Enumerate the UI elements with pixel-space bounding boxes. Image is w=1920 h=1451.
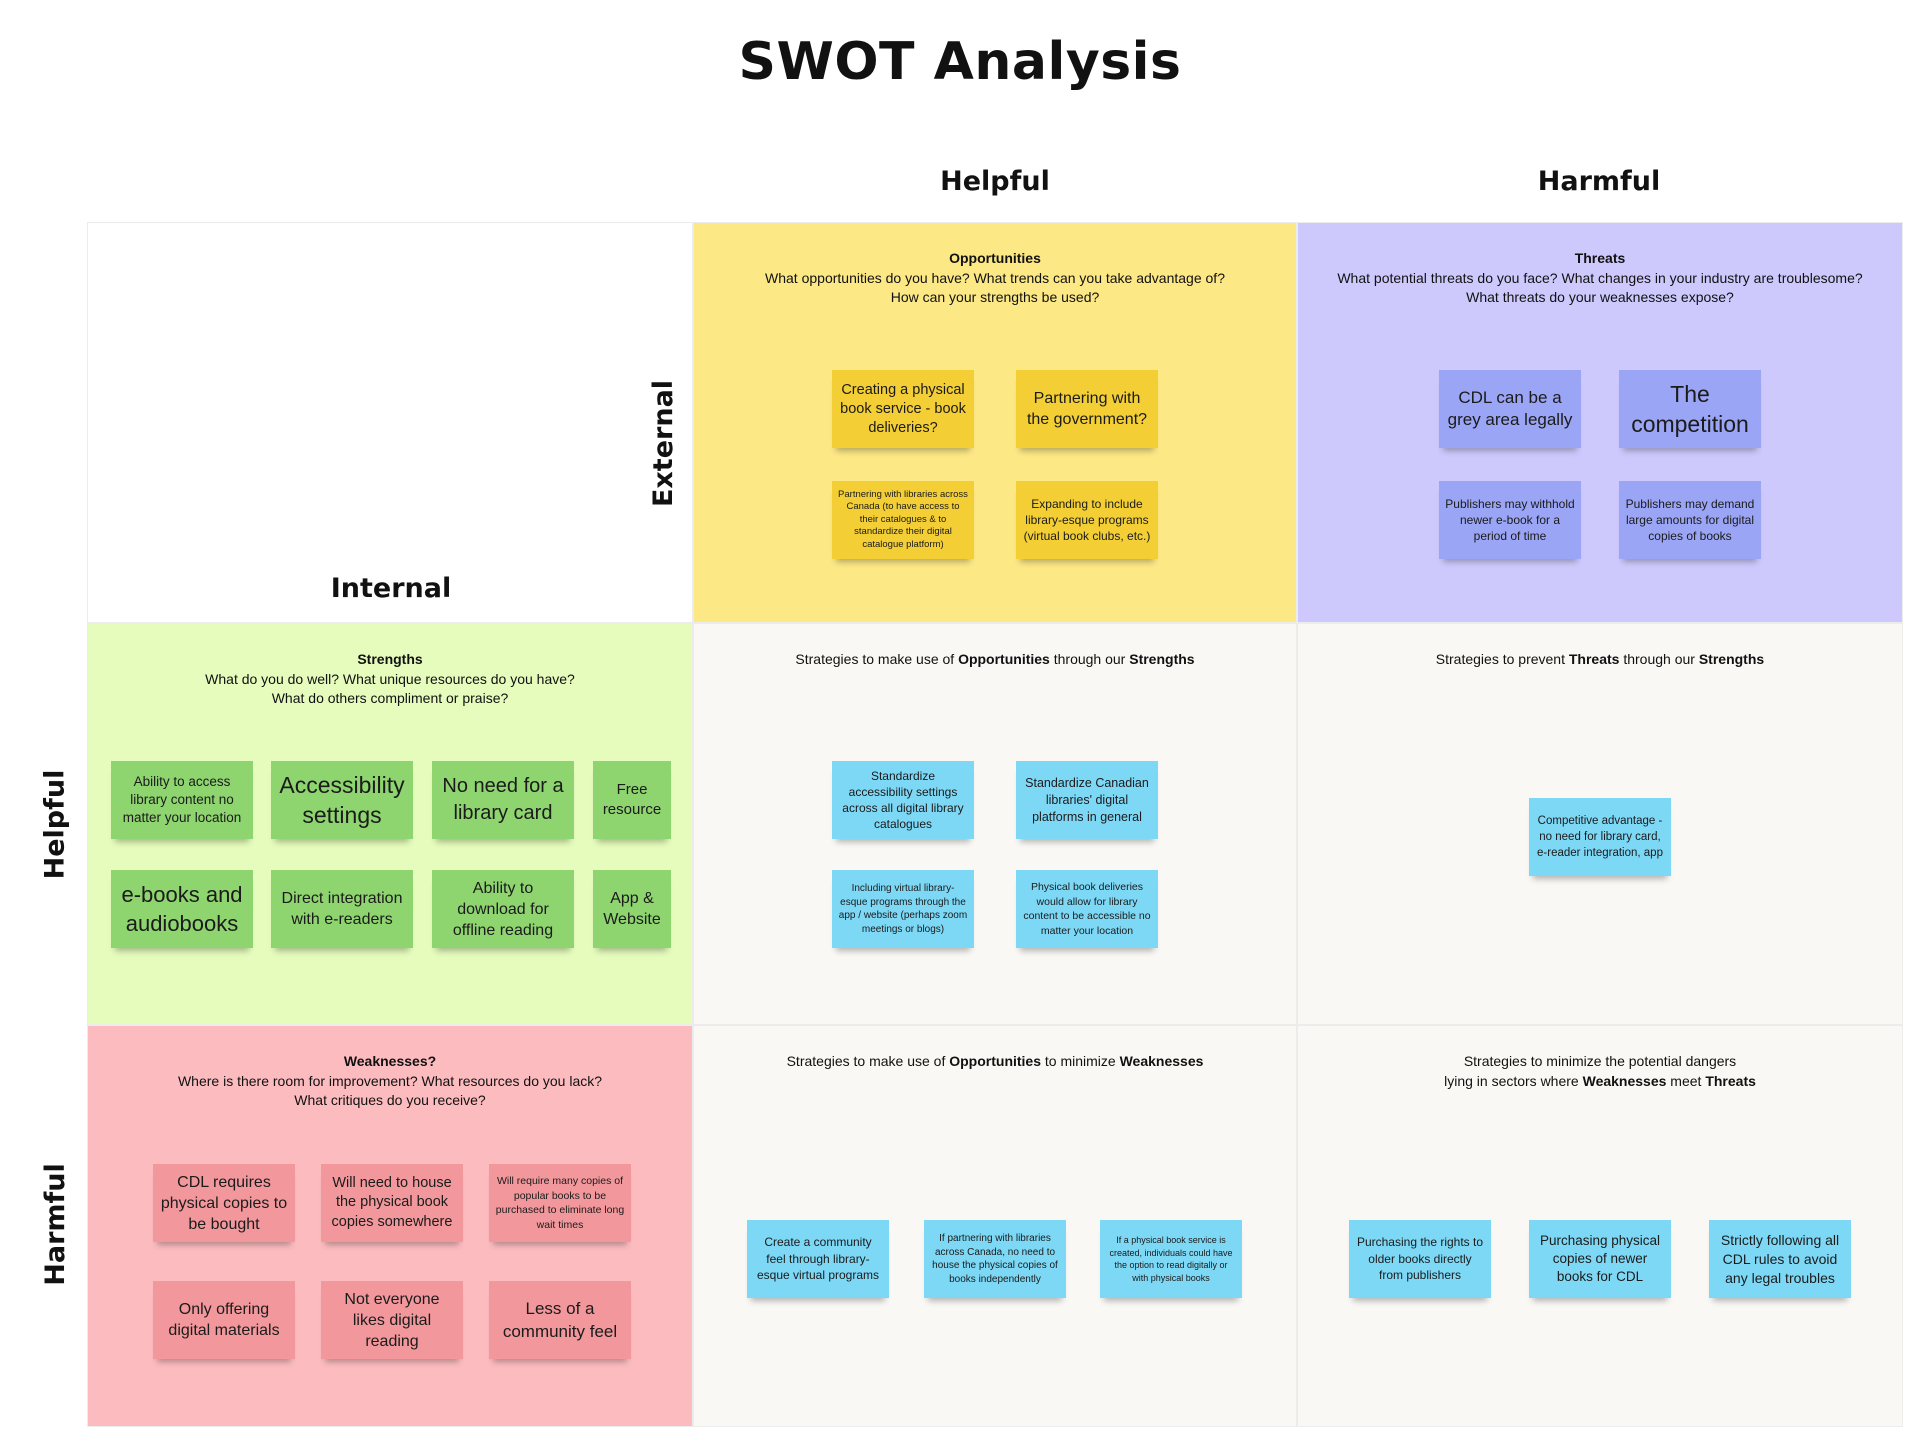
sticky-note[interactable]: Create a community feel through library-… <box>747 1220 889 1298</box>
sticky-note[interactable]: Purchasing physical copies of newer book… <box>1529 1220 1671 1298</box>
weaknesses-prompt: Weaknesses? Where is there room for impr… <box>88 1052 692 1111</box>
weaknesses-title: Weaknesses? <box>343 1053 437 1069</box>
internal-axis-label: Internal <box>330 573 452 604</box>
strengths-question-1: What do you do well? What unique resourc… <box>205 670 575 687</box>
sticky-note[interactable]: Publishers may withhold newer e-book for… <box>1439 481 1581 559</box>
sticky-note[interactable]: Expanding to include library-esque progr… <box>1016 481 1158 559</box>
sticky-note[interactable]: Ability to access library content no mat… <box>111 761 253 839</box>
sticky-note[interactable]: If a physical book service is created, i… <box>1100 1220 1242 1298</box>
sticky-note[interactable]: The competition <box>1619 370 1761 448</box>
weaknesses-question-2: What critiques do you receive? <box>294 1092 486 1108</box>
sticky-note[interactable]: If partnering with libraries across Cana… <box>924 1220 1066 1298</box>
sticky-note[interactable]: Ability to download for offline reading <box>432 870 574 948</box>
weaknesses-quadrant: Weaknesses? Where is there room for impr… <box>87 1025 693 1427</box>
opportunities-quadrant: Opportunities What opportunities do you … <box>693 222 1297 623</box>
corner-cell: External Internal <box>87 222 693 623</box>
st-strategies-quadrant: Strategies to prevent Threats through ou… <box>1297 623 1903 1025</box>
external-axis-label: External <box>648 379 680 507</box>
threats-question-1: What potential threats do you face? What… <box>1337 269 1863 286</box>
sticky-note[interactable]: Partnering with libraries across Canada … <box>832 481 974 559</box>
page-title: SWOT Analysis <box>738 32 1182 92</box>
column-header-helpful: Helpful <box>940 166 1050 197</box>
sticky-note[interactable]: Creating a physical book service - book … <box>832 370 974 448</box>
sticky-note[interactable]: No need for a library card <box>432 761 574 839</box>
column-header-harmful: Harmful <box>1537 166 1661 197</box>
sticky-note[interactable]: e-books and audiobooks <box>111 870 253 948</box>
wt-strategies-quadrant: Strategies to minimize the potential dan… <box>1297 1025 1903 1427</box>
opportunities-title: Opportunities <box>949 250 1041 266</box>
sticky-note[interactable]: Standardize Canadian libraries' digital … <box>1016 761 1158 839</box>
sticky-note[interactable]: Strictly following all CDL rules to avoi… <box>1709 1220 1851 1298</box>
threats-title: Threats <box>1574 250 1626 266</box>
wo-strategies-prompt: Strategies to make use of Opportunities … <box>786 1053 1204 1069</box>
sticky-note[interactable]: Direct integration with e-readers <box>271 870 413 948</box>
weaknesses-question-1: Where is there room for improvement? Wha… <box>177 1072 603 1089</box>
sticky-note[interactable]: Free resource <box>593 761 671 839</box>
threats-prompt: Threats What potential threats do you fa… <box>1298 249 1902 308</box>
so-strategies-prompt: Strategies to make use of Opportunities … <box>795 651 1195 667</box>
strengths-question-2: What do others compliment or praise? <box>271 690 509 706</box>
sticky-note[interactable]: App & Website <box>593 870 671 948</box>
wo-strategies-quadrant: Strategies to make use of Opportunities … <box>693 1025 1297 1427</box>
sticky-note[interactable]: Purchasing the rights to older books dir… <box>1349 1220 1491 1298</box>
threats-question-2: What threats do your weaknesses expose? <box>1466 289 1734 305</box>
sticky-note[interactable]: Publishers may demand large amounts for … <box>1619 481 1761 559</box>
strengths-title: Strengths <box>357 651 423 667</box>
opportunities-question-2: How can your strengths be used? <box>890 289 1100 305</box>
sticky-note[interactable]: Less of a community feel <box>489 1281 631 1359</box>
sticky-note[interactable]: Will need to house the physical book cop… <box>321 1164 463 1242</box>
opportunities-prompt: Opportunities What opportunities do you … <box>694 249 1296 308</box>
strengths-quadrant: Strengths What do you do well? What uniq… <box>87 623 693 1025</box>
sticky-note[interactable]: CDL requires physical copies to be bough… <box>153 1164 295 1242</box>
wt-strategies-prompt: Strategies to minimize the potential dan… <box>1444 1053 1756 1089</box>
st-strategies-prompt: Strategies to prevent Threats through ou… <box>1435 651 1765 667</box>
sticky-note[interactable]: Including virtual library-esque programs… <box>832 870 974 948</box>
sticky-note[interactable]: Competitive advantage - no need for libr… <box>1529 798 1671 876</box>
sticky-note[interactable]: Partnering with the government? <box>1016 370 1158 448</box>
opportunities-question-1: What opportunities do you have? What tre… <box>765 269 1225 286</box>
sticky-note[interactable]: Standardize accessibility settings acros… <box>832 761 974 839</box>
sticky-note[interactable]: Not everyone likes digital reading <box>321 1281 463 1359</box>
sticky-note[interactable]: CDL can be a grey area legally <box>1439 370 1581 448</box>
sticky-note[interactable]: Only offering digital materials <box>153 1281 295 1359</box>
sticky-note[interactable]: Will require many copies of popular book… <box>489 1164 631 1242</box>
threats-quadrant: Threats What potential threats do you fa… <box>1297 222 1903 623</box>
sticky-note[interactable]: Physical book deliveries would allow for… <box>1016 870 1158 948</box>
so-strategies-quadrant: Strategies to make use of Opportunities … <box>693 623 1297 1025</box>
strengths-prompt: Strengths What do you do well? What uniq… <box>88 650 692 709</box>
sticky-note[interactable]: Accessibility settings <box>271 761 413 839</box>
